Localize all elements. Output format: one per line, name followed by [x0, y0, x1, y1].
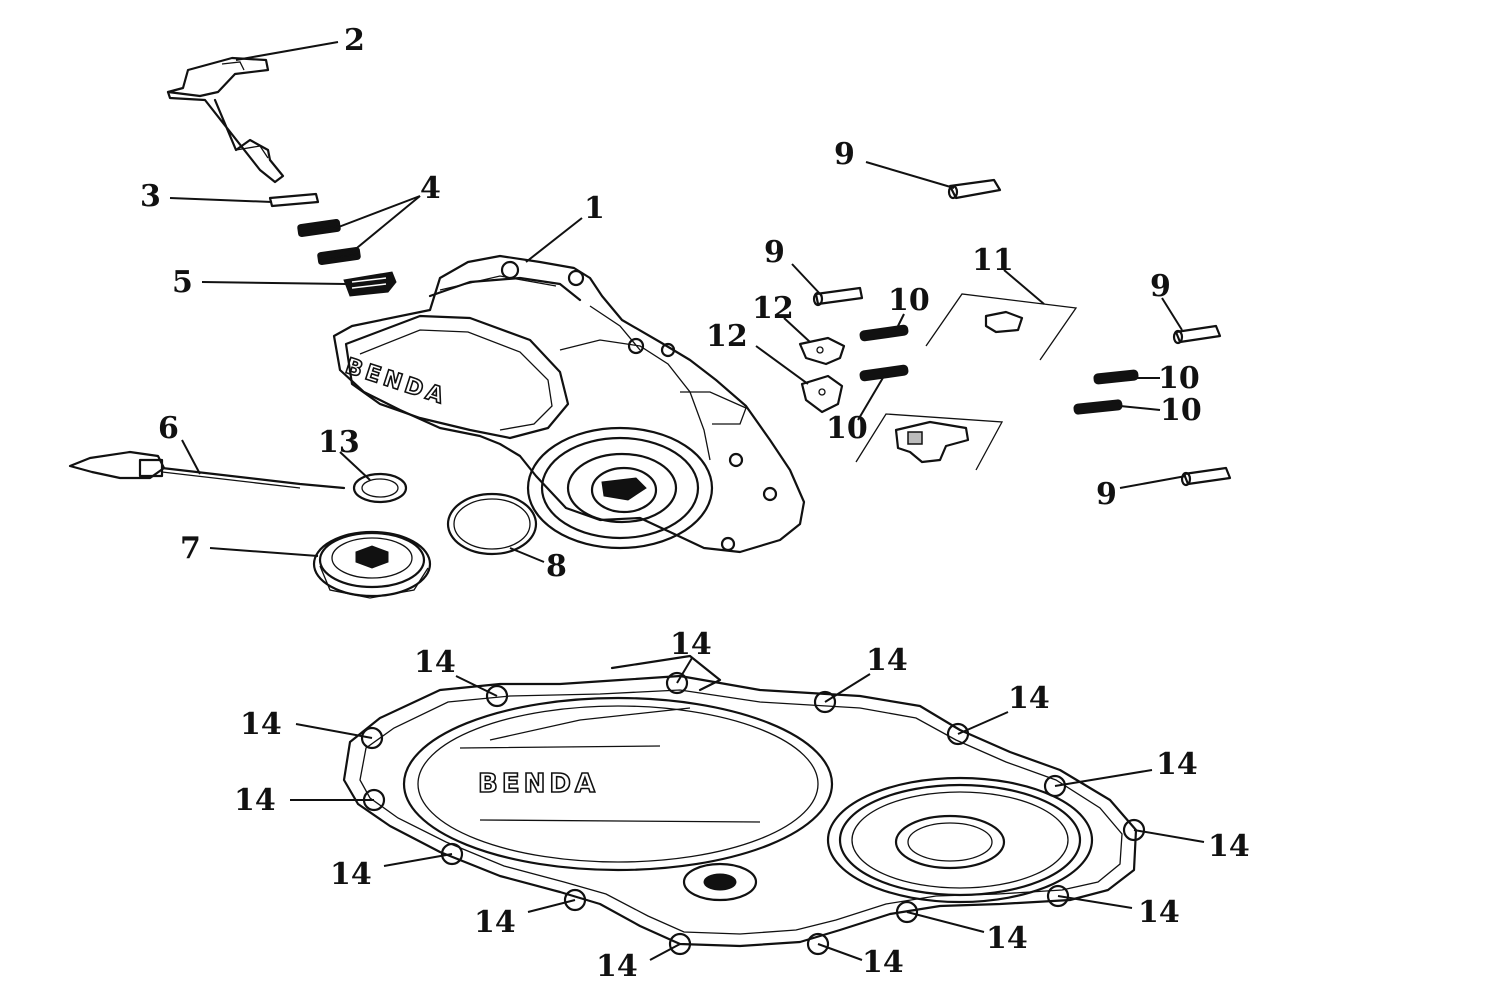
part-8-gasket: [446, 492, 538, 556]
callout-14: 14: [234, 783, 276, 818]
callout-14: 14: [414, 645, 456, 680]
callout-14: 14: [240, 707, 282, 742]
callout-9-bottom: 9: [1096, 477, 1117, 512]
callout-10-right-a: 10: [1158, 361, 1200, 396]
part-5-clip: [343, 271, 397, 297]
callout-13: 13: [318, 425, 360, 460]
part-3-pin: [268, 192, 320, 208]
callout-9-top: 9: [834, 137, 855, 172]
part-6-dipstick: [68, 450, 346, 490]
callout-12-lower: 12: [706, 319, 748, 354]
callout-14: 14: [1138, 895, 1180, 930]
callout-10-upper: 10: [888, 283, 930, 318]
part-4-springs: [297, 219, 361, 265]
callout-14: 14: [330, 857, 372, 892]
callout-14: 14: [866, 643, 908, 678]
callout-14: 14: [1008, 681, 1050, 716]
callout-14: 14: [474, 905, 516, 940]
brand-logo-upper: BENDA: [342, 354, 450, 410]
brand-logo-lower: BENDA: [478, 769, 599, 799]
callout-12-upper: 12: [752, 291, 794, 326]
bolt-bosses: [360, 671, 1146, 956]
callout-14: 14: [596, 949, 638, 984]
callout-labels: 2 3 4 5 1 6 13 7 8 9 9 9 9 11 12 12 10 1…: [140, 23, 1250, 984]
callout-8: 8: [546, 549, 567, 584]
part-13-oring: [352, 472, 408, 504]
callout-7: 7: [180, 531, 201, 566]
part-2-bracket: [166, 56, 285, 184]
callout-1: 1: [584, 191, 605, 226]
callout-9-left: 9: [764, 235, 785, 270]
leader-lines: [169, 41, 1205, 961]
assembled-clutch-cover: BENDA: [342, 654, 1146, 956]
callout-6: 6: [158, 411, 179, 446]
part-11-switch-assembly: [855, 293, 1078, 471]
callout-5: 5: [172, 265, 193, 300]
part-1-clutch-cover: BENDA: [332, 254, 806, 554]
part-7-cap: [312, 530, 432, 599]
callout-10-lower: 10: [826, 411, 868, 446]
callout-2: 2: [344, 23, 365, 58]
callout-3: 3: [140, 179, 161, 214]
callout-9-right: 9: [1150, 269, 1171, 304]
callout-14: 14: [862, 945, 904, 980]
part-12-plates: [798, 336, 846, 414]
callout-14: 14: [986, 921, 1028, 956]
callout-4: 4: [420, 171, 441, 206]
part-9-dowel-pins: [812, 178, 1232, 487]
callout-11: 11: [972, 243, 1014, 278]
callout-14: 14: [1208, 829, 1250, 864]
callout-10-right-b: 10: [1160, 393, 1202, 428]
part-10-bolts: [859, 324, 1139, 415]
callout-14: 14: [670, 627, 712, 662]
callout-14: 14: [1156, 747, 1198, 782]
